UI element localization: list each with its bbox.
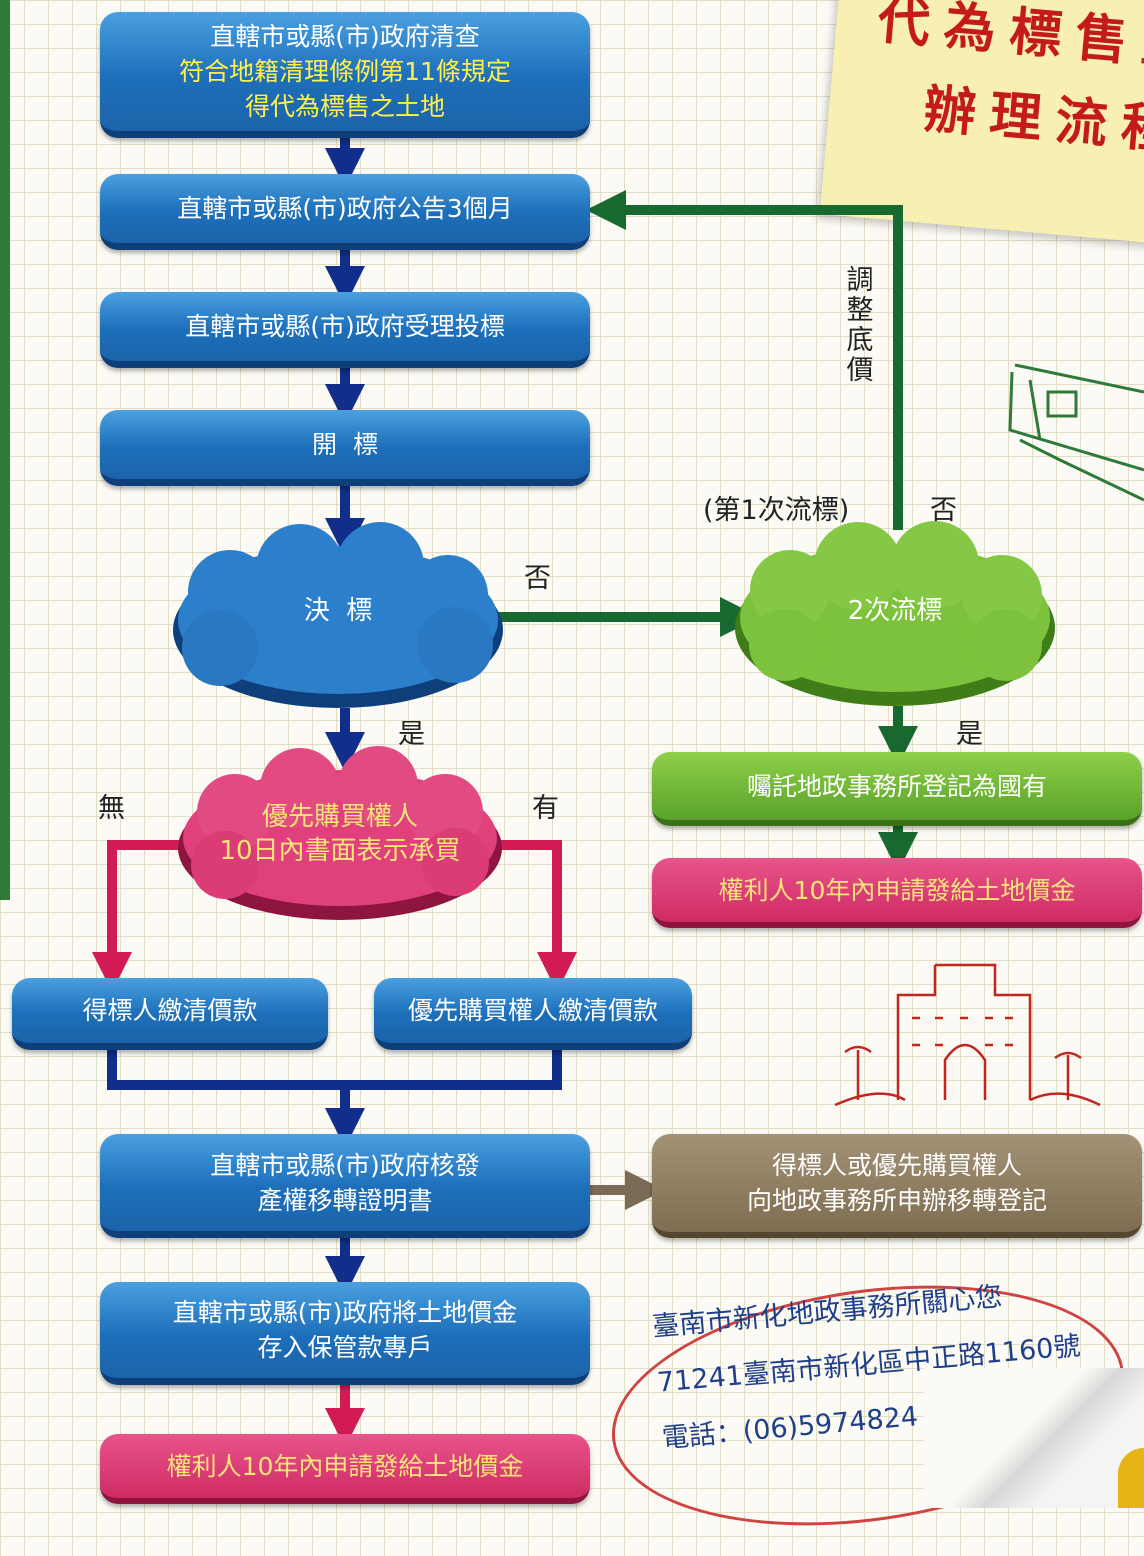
building-sketch [834,963,1101,1107]
page-curl [924,1368,1144,1508]
step-deposit-line-2: 存入保管款專戶 [257,1333,433,1362]
label-no-loop: 否 [930,495,957,526]
step-winner-pay-label: 得標人繳清價款 [82,996,258,1025]
step-deposit-line-1: 直轄市或縣(市)政府將土地價金 [172,1298,518,1327]
page-edge-stripe [0,0,10,900]
step-open-bids-label: 開 標 [312,430,378,459]
priority-line-1: 優先購買權人 [261,802,418,832]
step-nationalize: 囑託地政事務所登記為國有 [652,752,1142,826]
step-register-line-1: 得標人或優先購買權人 [771,1151,1022,1180]
arrow-fail2-loop-step2 [586,190,903,530]
step-deposit: 直轄市或縣(市)政府將土地價金 存入保管款專戶 [100,1282,590,1385]
step-register-transfer: 得標人或優先購買權人 向地政事務所申辦移轉登記 [652,1134,1142,1238]
step-certificate-line-2: 產權移轉證明書 [257,1185,433,1215]
sunflower-corner [1118,1448,1144,1508]
step-certificate-line-1: 直轄市或縣(市)政府核發 [210,1150,480,1180]
label-no-to-fail: 否 [524,563,551,594]
fail2-cloud [735,521,1055,706]
label-yes-fail: 是 [956,719,983,750]
label-has: 有 [532,793,559,824]
step-nationalize-label: 囑託地政事務所登記為國有 [746,771,1047,801]
priority-cloud [178,746,502,920]
label-first-fail: (第1次流標) [703,495,850,526]
flow-connectors [92,138,1144,1448]
step-claim-right-label: 權利人10年內申請發給土地價金 [718,875,1076,905]
step-register-line-2: 向地政事務所申辦移轉登記 [746,1186,1047,1215]
step-winner-pay: 得標人繳清價款 [12,978,328,1050]
step-claim-bottom-label: 權利人10年內申請發給土地價金 [166,1451,524,1481]
step-accept-bids: 直轄市或縣(市)政府受理投標 [100,292,590,368]
step-claim-right: 權利人10年內申請發給土地價金 [652,858,1142,928]
step-accept-bids-label: 直轄市或縣(市)政府受理投標 [185,312,505,341]
decide-cloud [173,522,503,708]
step-identify-line-3: 得代為標售之土地 [244,92,445,121]
step-claim-bottom: 權利人10年內申請發給土地價金 [100,1434,590,1504]
step-identify-line-2: 符合地籍清理條例第11條規定 [179,57,511,86]
arrow-priority-priority-pay [495,840,577,992]
label-yes-decide: 是 [398,719,425,750]
label-adjust-price: 調整底價 [846,265,874,386]
fail2-cloud-label: 2次流標 [847,596,943,626]
arrow-priority-winner-pay [92,840,185,992]
step-identify-line-1: 直轄市或縣(市)政府清查 [210,22,480,51]
label-none: 無 [98,793,125,824]
step-open-bids: 開 標 [100,410,590,486]
step-certificate: 直轄市或縣(市)政府核發 產權移轉證明書 [100,1134,590,1238]
step-identify-land: 直轄市或縣(市)政府清查 符合地籍清理條例第11條規定 得代為標售之土地 [100,12,590,138]
priority-cloud-label: 優先購買權人 10日內書面表示承買 [190,800,490,868]
step-priority-pay: 優先購買權人繳清價款 [374,978,692,1050]
priority-line-2: 10日內書面表示承買 [219,836,461,866]
decide-cloud-label: 決 標 [303,596,373,626]
money-sketch [1008,363,1144,502]
step-announce-label: 直轄市或縣(市)政府公告3個月 [177,194,513,223]
step-announce: 直轄市或縣(市)政府公告3個月 [100,174,590,250]
step-priority-pay-label: 優先購買權人繳清價款 [407,996,658,1025]
merge-line-payments [107,1050,562,1090]
